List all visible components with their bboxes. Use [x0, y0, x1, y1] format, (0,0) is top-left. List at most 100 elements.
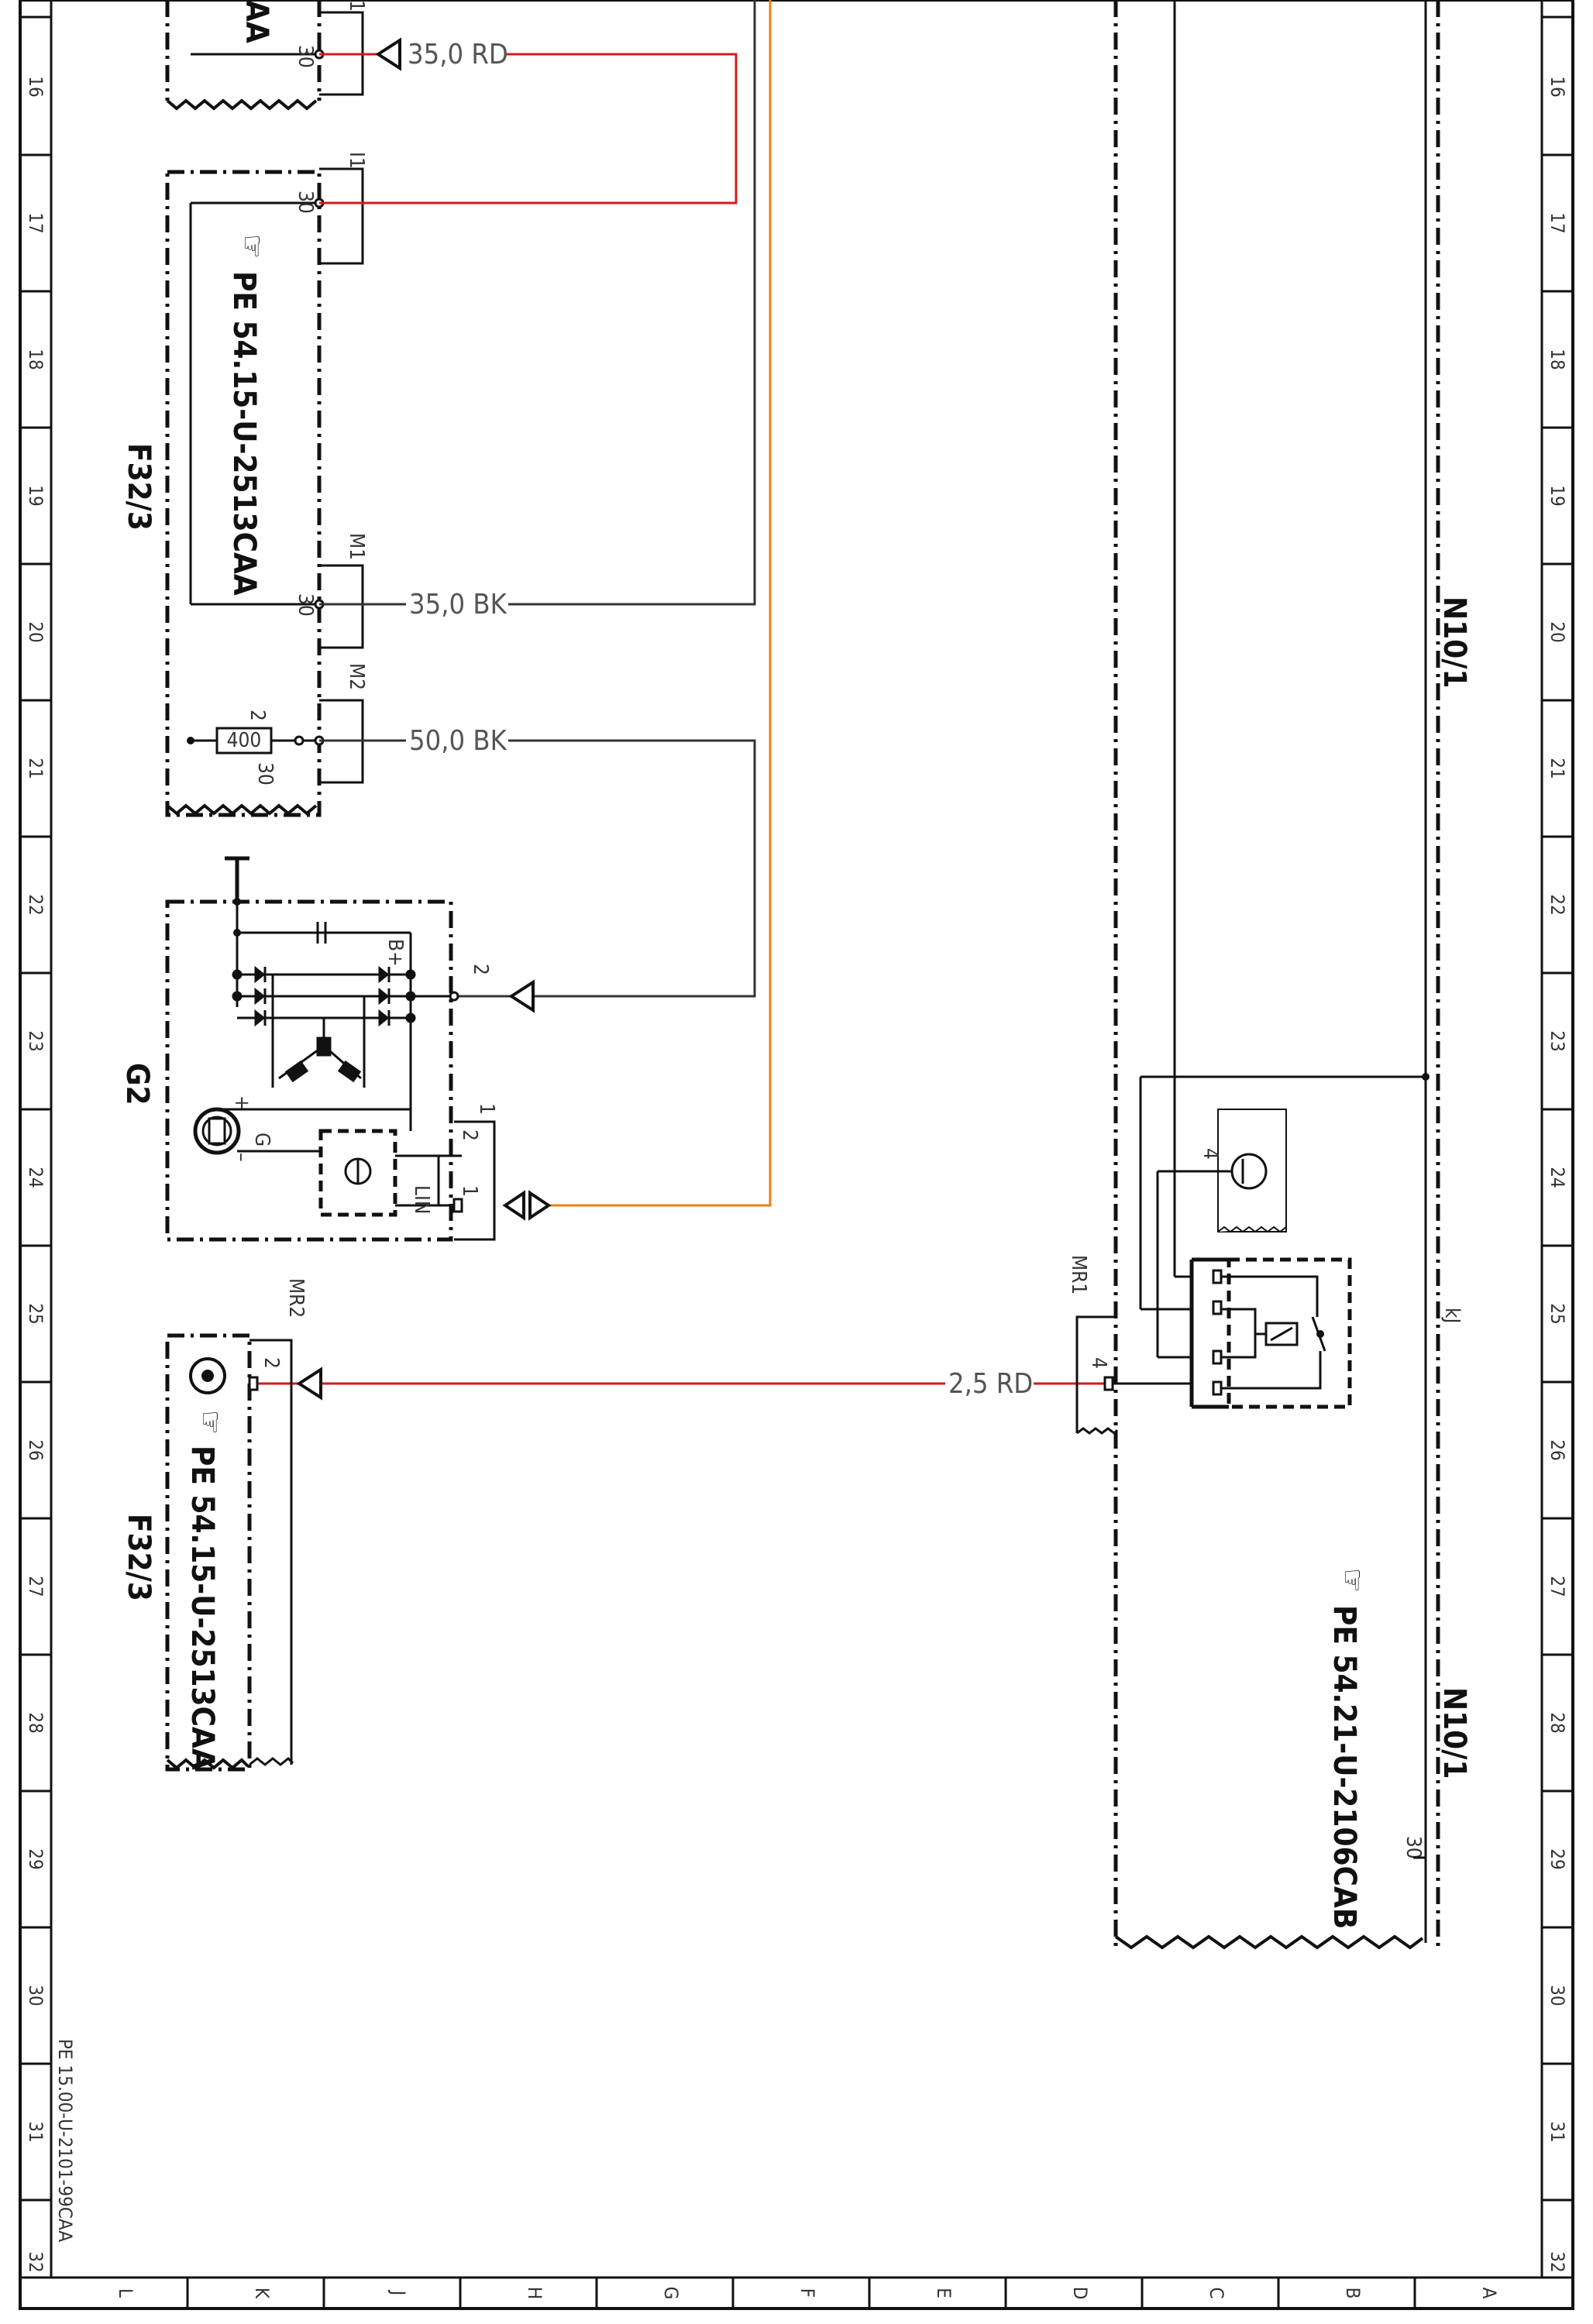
row-label: 30	[25, 1985, 46, 2006]
n10-1-module: N10/1 N10/1 ☞ PE 54.21-U-2106CAB 30 4	[1067, 0, 1472, 1950]
mr1-label: MR1	[1067, 1255, 1090, 1294]
n10-transistor: 4	[1156, 1109, 1287, 1359]
row-label: 32	[1547, 2251, 1568, 2272]
f32-3-bottom-name: F32/3	[121, 1514, 157, 1601]
row-label: 27	[1547, 1576, 1568, 1597]
mr2-label: MR2	[284, 1278, 308, 1318]
wire-35-rd: 35,0 RD	[319, 37, 738, 205]
mr1-pin-4: 4	[1087, 1357, 1110, 1369]
row-label: 28	[25, 1712, 46, 1733]
rotor-excitation: + G –	[193, 1095, 411, 1162]
g2-alternator: G2 B+ 2	[119, 856, 552, 1242]
f32-3-name: F32/3	[121, 443, 157, 531]
row-label: 18	[25, 349, 46, 370]
row-labels-left: 16 17 18 19 20 21 22 23 24 25 26 27 28 2…	[25, 76, 46, 2272]
column-label: C	[1206, 2287, 1227, 2298]
m2-label: M2	[345, 663, 368, 690]
row-label: 18	[1547, 349, 1568, 370]
pe-icon: ☞	[192, 1410, 228, 1435]
row-label: 16	[1547, 76, 1568, 97]
resistor-pin-2: 2	[246, 710, 269, 721]
wire-label-2-5-rd: 2,5 RD	[948, 1368, 1033, 1400]
row-label: 22	[1547, 894, 1568, 915]
lin-label: LIN	[410, 1185, 433, 1214]
row-label: 21	[1547, 758, 1568, 779]
row-label: 29	[1547, 1848, 1568, 1869]
row-label: 16	[25, 76, 46, 97]
n10-1-name-upper: N10/1	[1436, 596, 1472, 688]
pe-reference-n10-1: ☞ PE 54.21-U-2106CAB	[1326, 1568, 1370, 1929]
column-label: A	[1478, 2288, 1500, 2299]
row-label: 23	[1547, 1030, 1568, 1051]
mr1-connector: MR1 4	[1067, 1255, 1192, 1435]
wire-label-35-rd: 35,0 RD	[408, 39, 508, 70]
diode-bridge	[232, 965, 454, 1027]
f32-3-bottom: F32/3 ☞ PE 54.15-U-2513CAA MR2 2	[121, 1278, 308, 1772]
row-label: 29	[25, 1848, 46, 1869]
n10-1-name-lower: N10/1	[1436, 1687, 1472, 1779]
mr2-pin-2: 2	[260, 1357, 283, 1369]
document-reference: PE 15.00-U-2101-99CAA	[54, 2039, 76, 2242]
f32-3-top-partial: AA 30 1	[165, 0, 368, 111]
row-labels-right: 16 17 18 19 20 21 22 23 24 25 26 27 28 2…	[1547, 76, 1568, 2272]
column-label: H	[524, 2287, 545, 2299]
relay-label-kj: kJ	[1440, 1308, 1464, 1323]
row-label: 21	[25, 758, 46, 779]
minus-label: –	[230, 1153, 253, 1162]
voltage-regulator	[318, 1111, 462, 1217]
g2-pin-2: 2	[469, 964, 492, 975]
row-ticks	[20, 15, 1573, 2202]
pe-reference-f32-3-bottom: ☞ PE 54.15-U-2513CAA	[184, 1410, 228, 1770]
row-label: 19	[25, 485, 46, 506]
row-label: 23	[25, 1030, 46, 1051]
plus-label: +	[230, 1095, 253, 1111]
pin-30-label: 30	[294, 45, 317, 68]
row-label: 31	[1547, 2121, 1568, 2142]
wire-50-bk: 50,0 BK	[319, 725, 756, 998]
g-label: G	[250, 1133, 274, 1147]
row-label: 31	[25, 2121, 46, 2142]
conn-pin-1-top: 1	[475, 1103, 498, 1115]
row-label: 32	[25, 2251, 46, 2272]
row-label: 24	[1547, 1167, 1568, 1188]
pe-icon: ☞	[234, 234, 270, 259]
row-label: 22	[25, 894, 46, 915]
row-label: 28	[1547, 1712, 1568, 1733]
wire-label-50-bk: 50,0 BK	[409, 725, 507, 757]
row-label: 25	[1547, 1303, 1568, 1324]
sheet-frame	[19, 0, 1574, 2310]
f32-3-partial-label: AA	[239, 0, 274, 43]
row-label: 20	[25, 621, 46, 642]
column-label: L	[115, 2288, 136, 2298]
f32-3-fuse-block: F32/3 ☞ PE 54.15-U-2513CAA 30 I1 30 M1 4…	[121, 152, 368, 817]
m1-label: M1	[345, 533, 368, 560]
column-label: G	[660, 2287, 682, 2300]
column-label: B	[1342, 2288, 1364, 2299]
row-label: 26	[25, 1439, 46, 1460]
conn-pin-1: 1	[458, 1185, 481, 1197]
row-label: 17	[25, 212, 46, 233]
resistor-pin-30: 30	[253, 762, 277, 786]
column-label: K	[251, 2288, 273, 2299]
wire-label-35-bk: 35,0 BK	[409, 589, 507, 621]
column-label: D	[1069, 2287, 1091, 2300]
conn-pin-2: 2	[458, 1129, 481, 1141]
wire-2-5-rd: 2,5 RD	[253, 1367, 1105, 1401]
pe-reference: PE 54.15-U-2513CAA	[184, 1446, 220, 1770]
row-label: 24	[25, 1167, 46, 1188]
pe-reference: PE 54.15-U-2513CAA	[226, 271, 262, 596]
pe-reference: PE 54.21-U-2106CAB	[1326, 1605, 1362, 1929]
wire-orange	[535, 0, 772, 1207]
n10-relay: kJ	[1189, 1257, 1464, 1409]
row-label: 27	[25, 1576, 46, 1597]
column-label: E	[933, 2288, 955, 2298]
row-label: 19	[1547, 485, 1568, 506]
transistor-pin-4: 4	[1199, 1148, 1222, 1160]
g2-name: G2	[119, 1063, 155, 1105]
column-ticks	[186, 2278, 1416, 2309]
row-label: 26	[1547, 1439, 1568, 1460]
pin-30-label: 30	[294, 191, 317, 214]
column-label: F	[796, 2288, 818, 2298]
row-label: 20	[1547, 621, 1568, 642]
